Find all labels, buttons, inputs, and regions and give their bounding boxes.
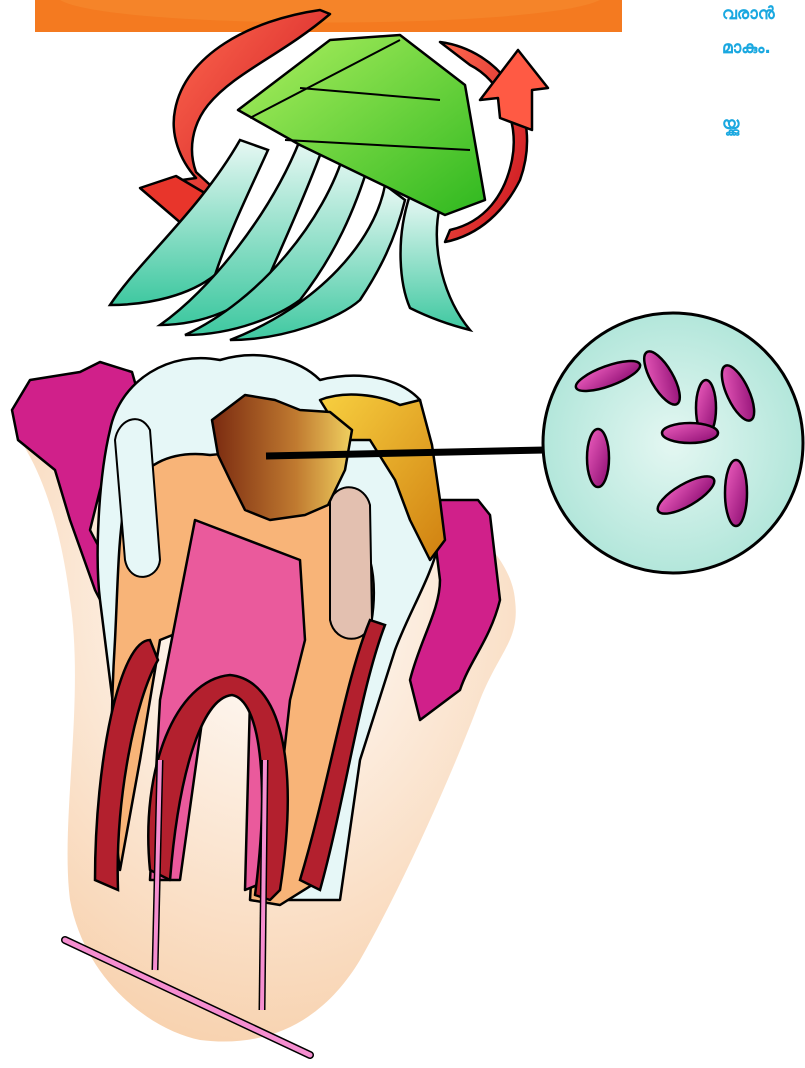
tooth-icon [12,355,516,1055]
side-text-line-3: യ്ക്കു [722,114,739,134]
side-text-line-2: മാകും. [722,38,771,58]
bacteria-icon [543,313,803,573]
side-text-line-1: വരാൻ [722,4,775,24]
